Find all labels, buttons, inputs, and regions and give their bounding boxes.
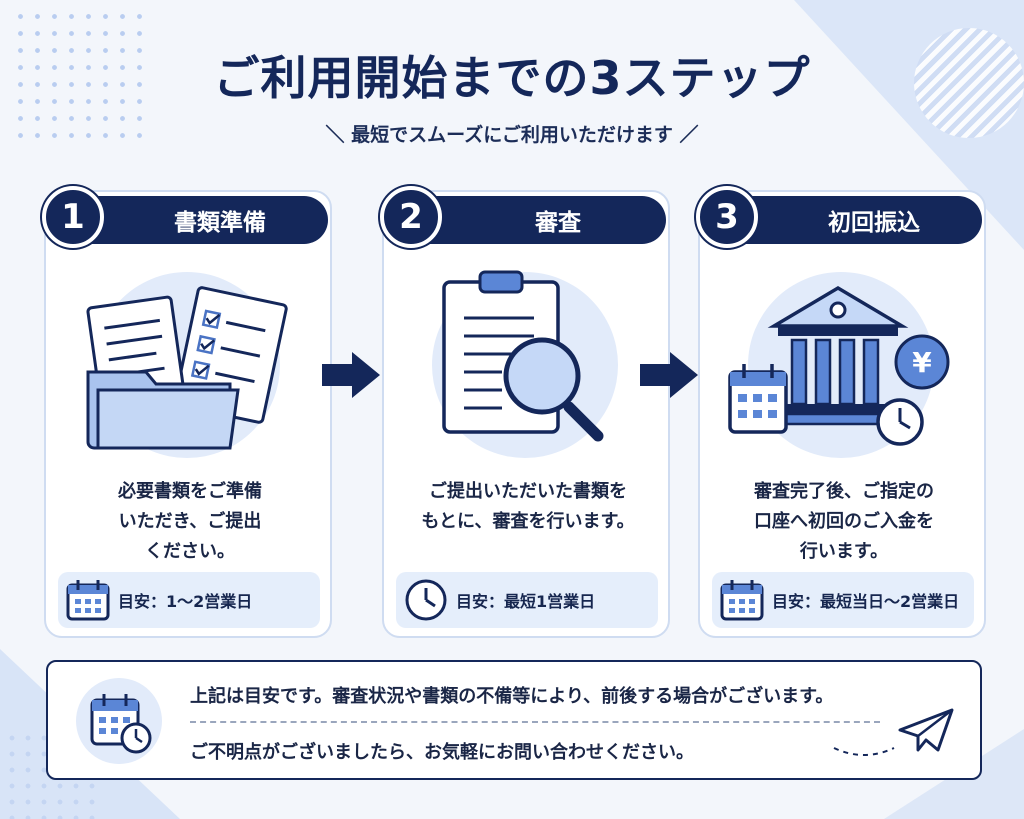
duration-text: 目安：1〜2営業日 (118, 592, 253, 611)
duration-text: 目安：最短当日〜2営業日 (772, 592, 960, 611)
step-card-2: 審査 2 ご提出いただいた書類を もとに、審査を行います。 目安：最短1営業日 (380, 186, 670, 638)
paper-plane-icon (833, 708, 954, 756)
notice-box: 上記は目安です。審査状況や書類の不備等により、前後する場合がございます。 ご不明… (46, 660, 982, 780)
step-description: 審査完了後、ご指定の 口座へ初回のご入金を 行います。 (754, 481, 934, 562)
step-header-2: 審査 (410, 196, 666, 244)
documents-folder-icon (86, 286, 288, 450)
step-number-badge: 3 (696, 186, 758, 248)
clock-icon (396, 572, 456, 628)
calendar-clock-icon (90, 694, 152, 754)
bg-dots-top-left (12, 8, 152, 138)
step-card-1: 書類準備 1 必要書類をご準備 いただき、ご提出 ください。 (42, 186, 332, 638)
clipboard-magnifier-icon (442, 270, 604, 442)
calendar-icon (58, 572, 118, 628)
step-number-badge: 2 (380, 186, 442, 248)
notice-line-1: 上記は目安です。審査状況や書類の不備等により、前後する場合がございます。 (190, 686, 834, 707)
step-duration-note: 目安：最短1営業日 (396, 572, 658, 628)
bg-stripe-circle (914, 28, 1024, 138)
step-header-3: 初回振込 (726, 196, 982, 244)
svg-text:¥: ¥ (912, 346, 932, 379)
step-duration-note: 目安：最短当日〜2営業日 (712, 572, 974, 628)
notice-line-2: ご不明点がございましたら、お気軽にお問い合わせください。 (190, 742, 694, 763)
step-description: ご提出いただいた書類を もとに、審査を行います。 (421, 481, 635, 532)
duration-text: 目安：最短1営業日 (456, 592, 596, 611)
arrow-right-icon (322, 352, 380, 398)
bank-yen-icon: ¥ (728, 285, 950, 446)
step-label: 審査 (535, 210, 581, 236)
calendar-icon (712, 572, 772, 628)
step-label: 初回振込 (828, 210, 920, 236)
dashed-divider (190, 721, 880, 723)
step-label: 書類準備 (174, 210, 266, 236)
step-card-3: 初回振込 3 ¥ 審査完了後、ご指定の 口座へ初回のご入金を 行い (696, 186, 986, 638)
step-duration-note: 目安：1〜2営業日 (58, 572, 320, 628)
page-subtitle: ＼ 最短でスムーズにご利用いただけます ／ (325, 124, 699, 146)
page-title: ご利用開始までの3ステップ (213, 51, 811, 105)
step-description: 必要書類をご準備 いただき、ご提出 ください。 (118, 481, 262, 562)
arrow-right-icon (640, 352, 698, 398)
step-header-1: 書類準備 (72, 196, 328, 244)
step-number-badge: 1 (42, 186, 104, 248)
